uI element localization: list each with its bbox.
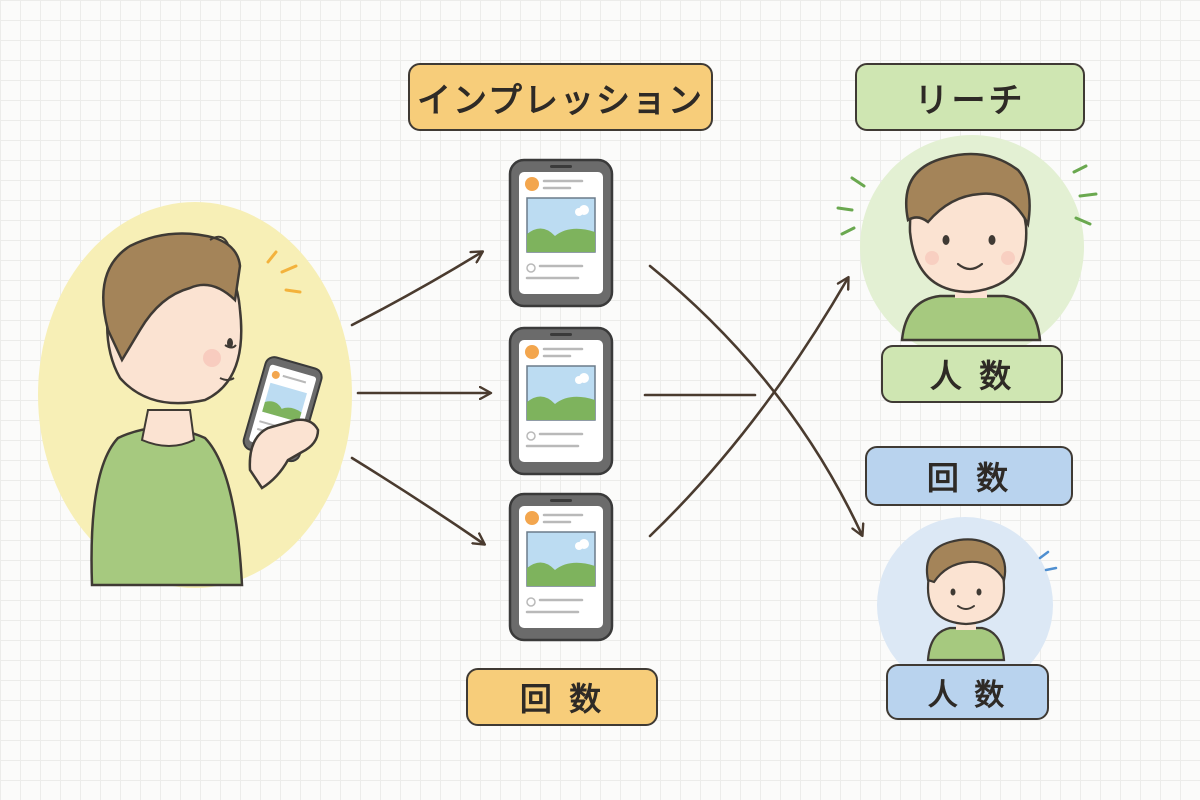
- impression-title: インプレッション: [408, 63, 713, 131]
- impression-phone-1: [508, 158, 614, 308]
- impression-phones: [508, 158, 614, 642]
- impression-phone-3: [508, 492, 614, 642]
- secondary-people-label: 人 数: [886, 664, 1049, 720]
- arrows-to-reach: [643, 264, 862, 538]
- secondary-count-label: 回 数: [865, 446, 1073, 506]
- person-with-phone: [38, 202, 352, 588]
- reach-people-label: 人 数: [881, 345, 1063, 403]
- impression-phone-2: [508, 326, 614, 476]
- secondary-person: [877, 517, 1058, 693]
- arrows-to-impressions: [350, 252, 490, 544]
- reach-title: リーチ: [855, 63, 1085, 131]
- impression-count-label: 回 数: [466, 668, 658, 726]
- reach-person: [836, 135, 1098, 359]
